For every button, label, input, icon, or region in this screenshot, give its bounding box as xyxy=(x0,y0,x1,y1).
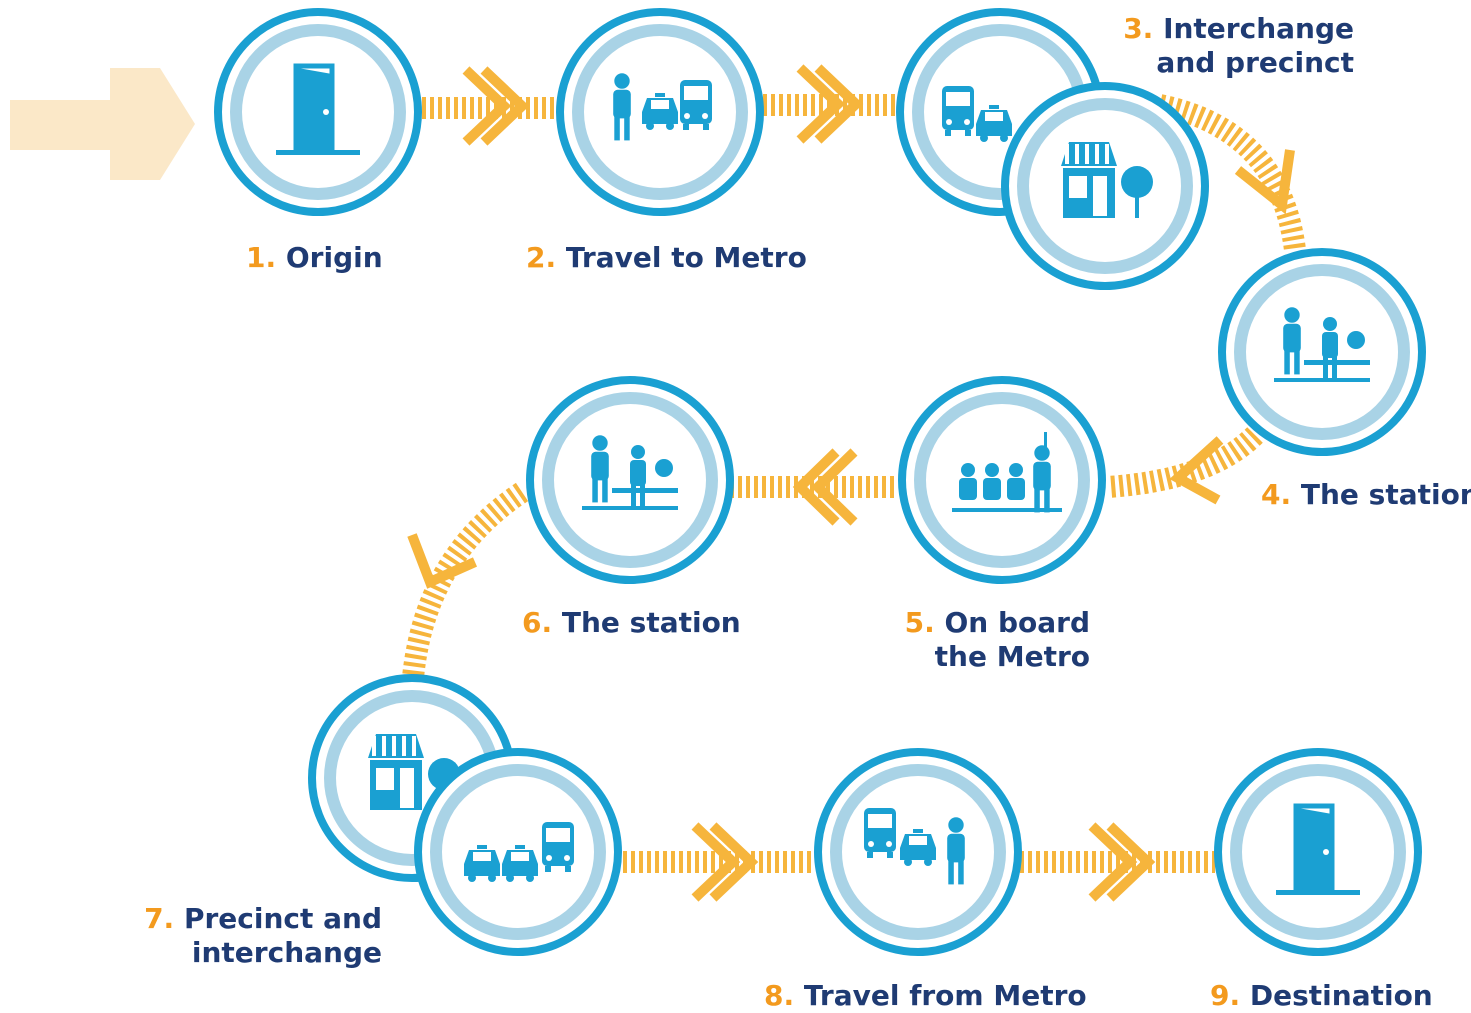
step-label-1: 1. Origin xyxy=(246,241,383,274)
door-icon xyxy=(276,63,360,155)
chevron-right-icon xyxy=(814,64,864,144)
shop-tree-icon xyxy=(368,734,460,810)
chevron-down-icon xyxy=(1234,149,1295,215)
step-2-circle xyxy=(556,8,764,216)
cars-bus-icon xyxy=(464,822,574,882)
chevron-right-icon xyxy=(709,822,759,902)
step-6-circle xyxy=(526,376,734,584)
chevron-left-icon xyxy=(810,448,858,526)
step-label-9: 9. Destination xyxy=(1210,979,1433,1012)
person-car-bus-icon xyxy=(613,73,712,141)
connector-3-4 xyxy=(1157,94,1306,252)
chevrons xyxy=(407,64,1295,902)
step-label-2: 2. Travel to Metro xyxy=(526,241,807,274)
step-label-6: 6. The station xyxy=(522,606,741,639)
step-label-3: 3. Interchange and precinct xyxy=(1123,12,1354,79)
shop-tree-icon xyxy=(1061,142,1153,218)
step-label-4: 4. The station xyxy=(1261,478,1471,511)
bus-car-icon xyxy=(942,86,1012,142)
chevron-right-icon xyxy=(1106,822,1156,902)
chevron-right-icon xyxy=(480,66,530,146)
connector-6-7 xyxy=(401,482,529,691)
chevron-left-icon xyxy=(792,448,840,526)
bus-car-person-icon xyxy=(864,808,965,885)
chevron-down-icon xyxy=(407,533,478,589)
step-5-circle xyxy=(898,376,1106,584)
chevron-left-icon xyxy=(1169,436,1224,505)
chevron-right-icon xyxy=(462,66,512,146)
step-label-7: 7. Precinct and interchange xyxy=(144,902,382,969)
step-3-circle xyxy=(1001,82,1209,290)
step-1-circle xyxy=(214,8,422,216)
people-bench-icon xyxy=(582,435,678,510)
step-8-circle xyxy=(814,748,1022,956)
chevron-right-icon xyxy=(796,64,846,144)
people-bench-icon xyxy=(1274,307,1370,382)
entry-arrow-icon xyxy=(10,68,195,180)
step-4-circle xyxy=(1218,248,1426,456)
chevron-right-icon xyxy=(691,822,741,902)
chevron-right-icon xyxy=(1088,822,1138,902)
step-circles xyxy=(214,8,1426,956)
step-label-8: 8. Travel from Metro xyxy=(764,979,1087,1012)
step-9-circle xyxy=(1214,748,1422,956)
step-7-circle xyxy=(414,748,622,956)
step-label-5: 5. On board the Metro xyxy=(904,606,1090,673)
connector-4-5 xyxy=(1107,427,1263,498)
passengers-seated-icon xyxy=(952,432,1062,513)
door-icon xyxy=(1276,803,1360,895)
